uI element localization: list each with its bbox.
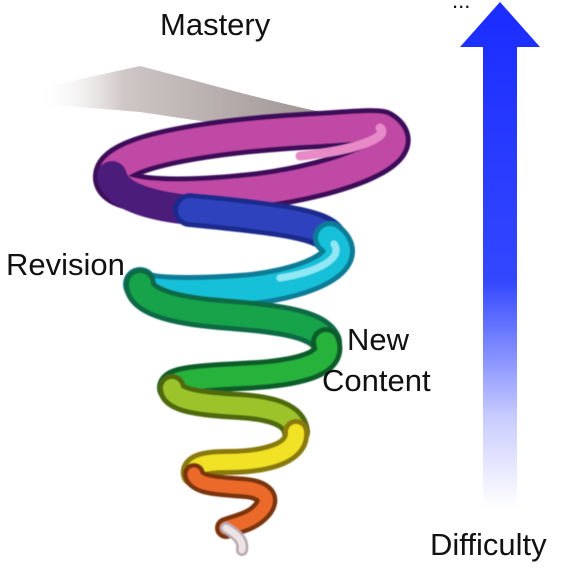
spiral-cyan <box>128 226 350 304</box>
revision-label: Revision <box>6 247 125 282</box>
spiral-cyan-highlight <box>276 240 340 282</box>
difficulty-arrow <box>460 2 540 508</box>
cropped-top-text: ... <box>452 0 471 13</box>
difficulty-label: Difficulty <box>430 527 547 562</box>
new-content-label-line2: Content <box>322 363 431 398</box>
spiral-tip <box>222 524 246 554</box>
spiral-orange <box>187 467 273 535</box>
spiral-green-upper <box>129 273 337 353</box>
spiral <box>93 108 411 556</box>
spiral-loop-top-highlight <box>295 123 387 161</box>
mastery-label: Mastery <box>160 7 271 42</box>
spiral-yellowgreen <box>163 379 305 441</box>
new-content-label-line1: New <box>347 322 410 357</box>
